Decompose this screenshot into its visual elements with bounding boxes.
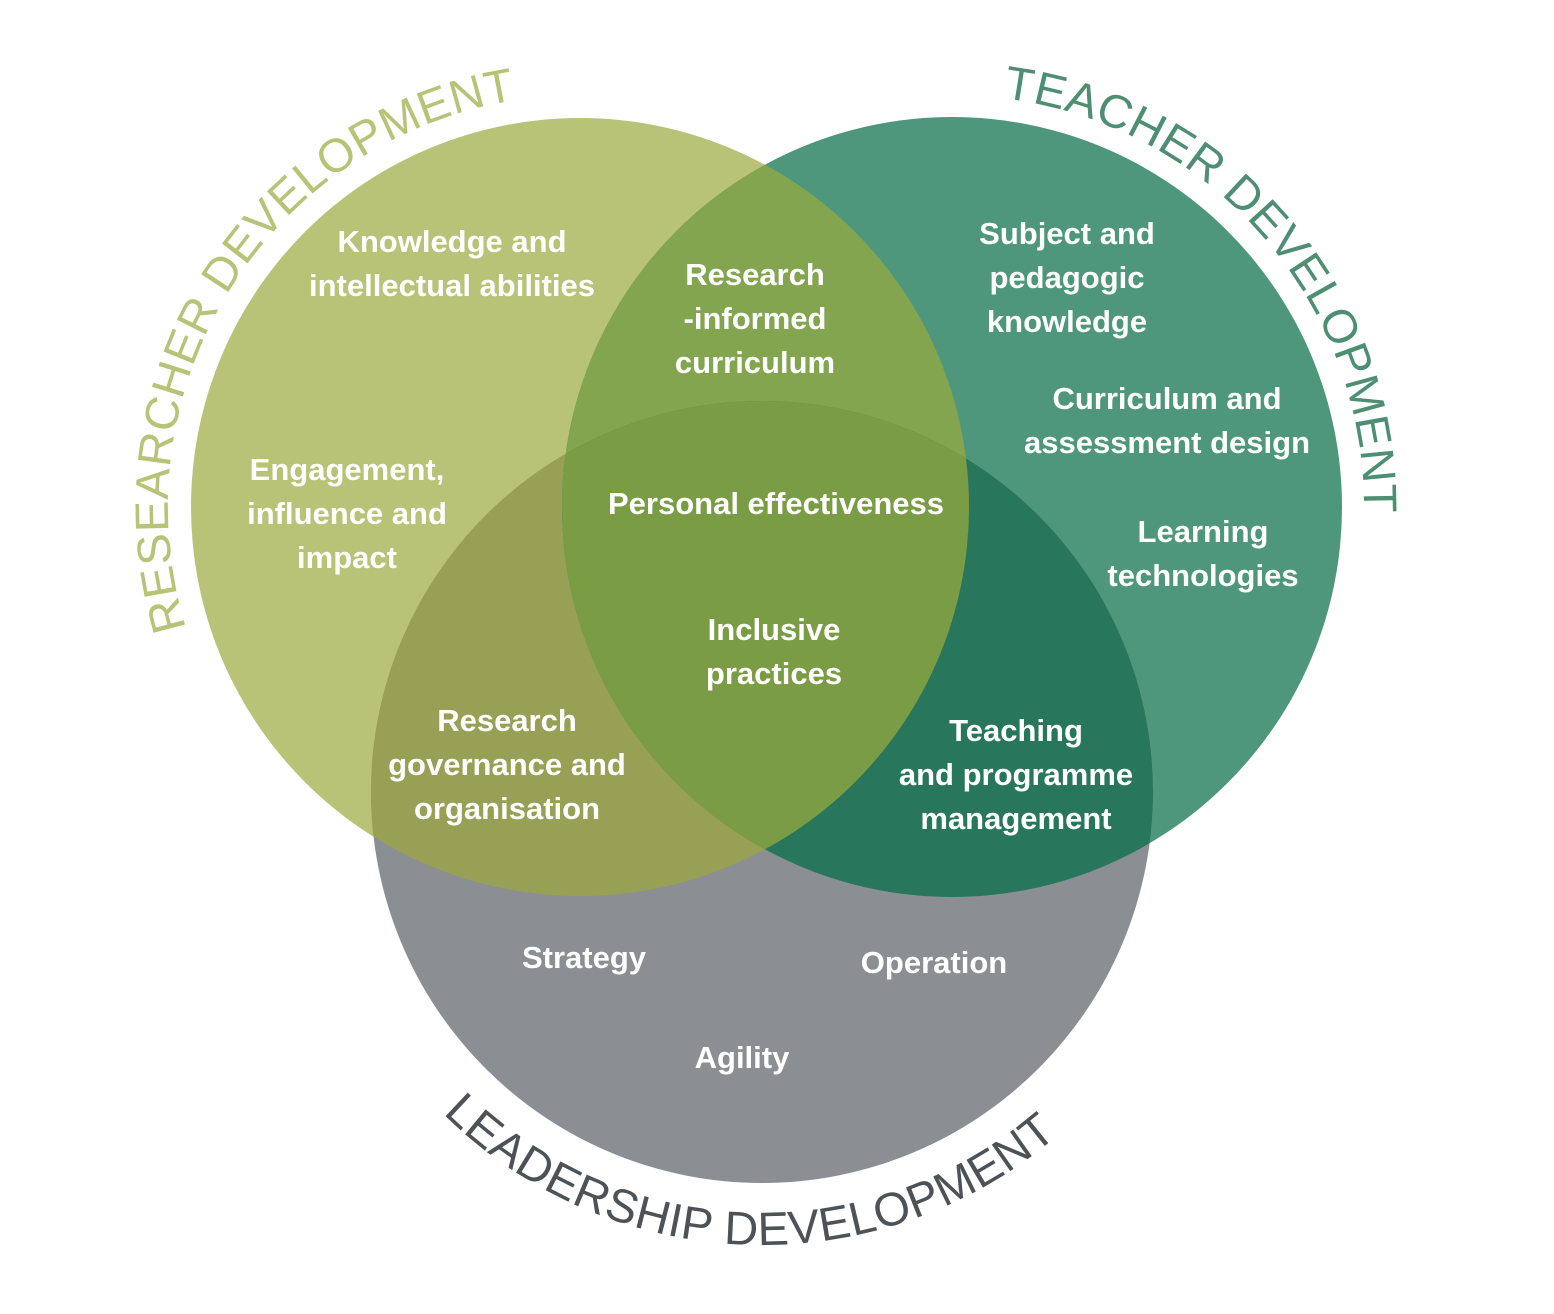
label-agility: Agility bbox=[695, 1040, 790, 1075]
label-line: Research bbox=[437, 703, 577, 738]
label-engagement: Engagement, influence and impact bbox=[247, 452, 447, 575]
label-line: Operation bbox=[861, 945, 1007, 980]
label-line: governance and bbox=[388, 747, 626, 782]
label-line: Personal effectiveness bbox=[608, 486, 944, 521]
label-line: Research bbox=[685, 257, 825, 292]
label-line: Inclusive bbox=[708, 612, 841, 647]
label-research-informed: Research -informed curriculum bbox=[675, 257, 835, 380]
label-line: and programme bbox=[899, 757, 1133, 792]
label-line: technologies bbox=[1107, 558, 1298, 593]
label-line: Strategy bbox=[522, 940, 647, 975]
label-line: practices bbox=[706, 656, 842, 691]
label-line: curriculum bbox=[675, 345, 835, 380]
label-subject: Subject and pedagogic knowledge bbox=[979, 216, 1155, 339]
label-line: intellectual abilities bbox=[309, 268, 595, 303]
label-line: pedagogic bbox=[989, 260, 1144, 295]
label-line: Learning bbox=[1138, 514, 1269, 549]
label-line: organisation bbox=[414, 791, 600, 826]
label-line: knowledge bbox=[987, 304, 1147, 339]
label-line: Curriculum and bbox=[1052, 381, 1281, 416]
label-inclusive: Inclusive practices bbox=[706, 612, 842, 691]
label-governance: Research governance and organisation bbox=[388, 703, 626, 826]
label-line: Agility bbox=[695, 1040, 790, 1075]
label-line: -informed bbox=[684, 301, 827, 336]
label-line: management bbox=[920, 801, 1111, 836]
label-learning: Learning technologies bbox=[1107, 514, 1298, 593]
label-line: Engagement, bbox=[250, 452, 445, 487]
label-strategy: Strategy bbox=[522, 940, 647, 975]
label-knowledge: Knowledge and intellectual abilities bbox=[309, 224, 595, 303]
label-line: Subject and bbox=[979, 216, 1155, 251]
label-line: Knowledge and bbox=[337, 224, 566, 259]
label-personal: Personal effectiveness bbox=[608, 486, 944, 521]
label-line: assessment design bbox=[1024, 425, 1310, 460]
label-teaching: Teaching and programme management bbox=[899, 713, 1133, 836]
label-line: impact bbox=[297, 540, 397, 575]
label-operation: Operation bbox=[861, 945, 1007, 980]
label-line: influence and bbox=[247, 496, 447, 531]
label-line: Teaching bbox=[949, 713, 1083, 748]
label-curriculum: Curriculum and assessment design bbox=[1024, 381, 1310, 460]
